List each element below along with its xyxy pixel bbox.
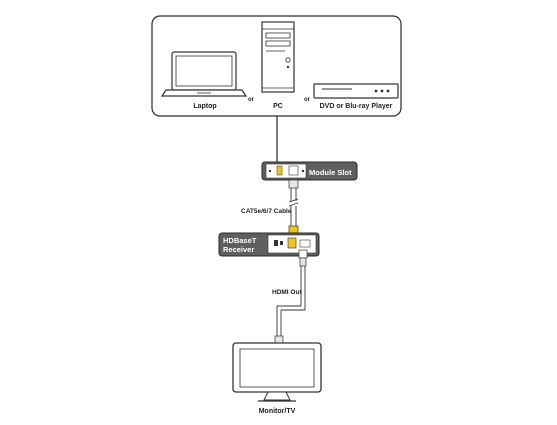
receiver-label-line1: HDBaseT — [223, 236, 257, 245]
disc-player-icon — [313, 83, 399, 99]
receiver-panel — [218, 232, 320, 257]
module-slot-panel — [261, 161, 358, 181]
cat-cable — [288, 179, 299, 236]
monitor-tv-icon — [232, 342, 322, 402]
module-slot-label: Module Slot — [309, 168, 352, 177]
player-label: DVD or Blu-ray Player — [320, 103, 393, 110]
or-separator-1: or — [248, 97, 255, 103]
laptop-icon — [160, 51, 248, 97]
cable-label: CAT5e/6/7 Cable — [241, 208, 292, 215]
pc-label: PC — [273, 103, 283, 110]
pc-tower-icon — [261, 21, 295, 93]
receiver-label-line2: Receiver — [223, 245, 254, 254]
laptop-label: Laptop — [193, 103, 216, 110]
monitor-tv-label: Monitor/TV — [259, 408, 296, 415]
hdmi-cable — [274, 249, 308, 344]
hdmi-label: HDMI Out — [272, 289, 302, 296]
or-separator-2: or — [304, 97, 311, 103]
